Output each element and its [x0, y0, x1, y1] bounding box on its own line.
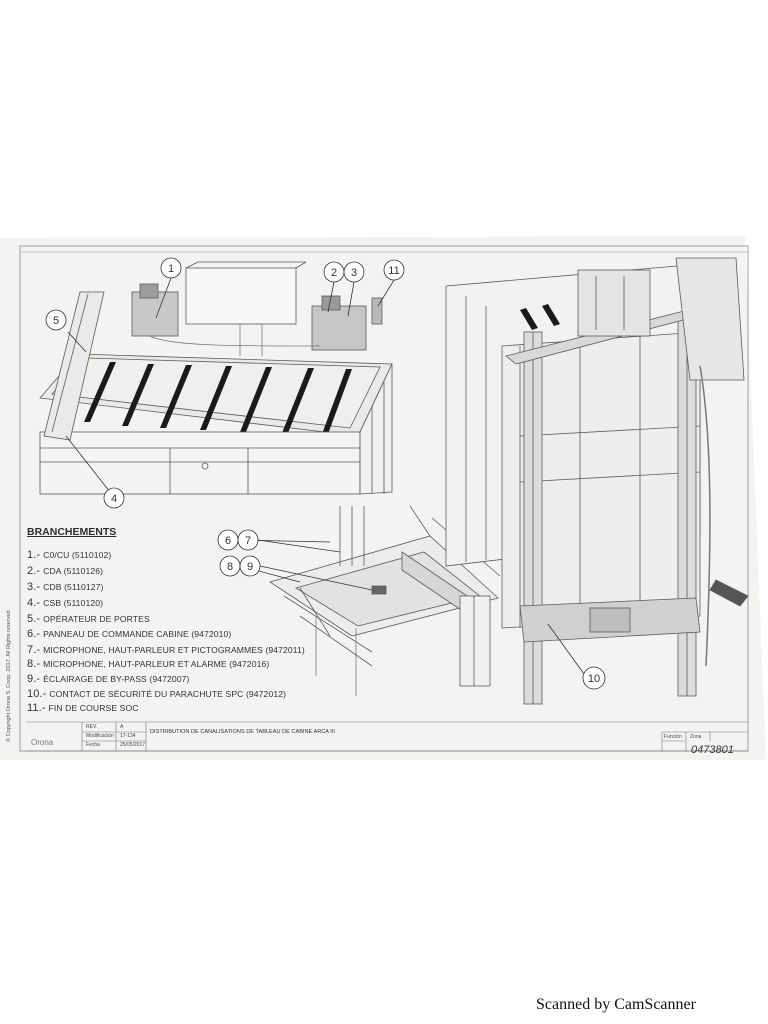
svg-text:2: 2: [331, 267, 337, 279]
callout-3: 3: [343, 261, 365, 283]
callout-6: 6: [217, 529, 239, 551]
legend-item: 9.-ÉCLAIRAGE DE BY-PASS (9472007): [27, 673, 189, 685]
rev-label: REV.: [86, 724, 98, 730]
legend-item: 5.-OPÉRATEUR DE PORTES: [27, 613, 150, 625]
zone-label: Zona: [690, 734, 702, 740]
legend-item: 3.-CDB (5110127): [27, 581, 104, 593]
legend-item-text: MICROPHONE, HAUT-PARLEUR ET ALARME (9472…: [43, 659, 270, 669]
svg-text:7: 7: [245, 535, 251, 547]
legend-item-number: 4.-: [27, 597, 41, 609]
legend-item-text: CDA (5110126): [43, 566, 104, 576]
svg-text:3: 3: [351, 267, 357, 279]
callout-5: 5: [45, 309, 67, 331]
legend-item-number: 1.-: [27, 549, 41, 561]
callout-1: 1: [160, 257, 182, 279]
scanner-watermark: Scanned by CamScanner: [536, 996, 696, 1013]
legend-item: 8.-MICROPHONE, HAUT-PARLEUR ET ALARME (9…: [27, 658, 269, 670]
svg-text:8: 8: [227, 561, 233, 573]
legend-item: 11.-FIN DE COURSE SOC: [27, 702, 139, 714]
drawing-title: DISTRIBUTION DE CANALISATIONS DE TABLEAU…: [150, 729, 335, 735]
legend-item: 10.-CONTACT DE SÉCURITÉ DU PARACHUTE SPC…: [27, 688, 286, 700]
legend-item-text: FIN DE COURSE SOC: [48, 703, 139, 713]
callout-4: 4: [103, 487, 125, 509]
callout-11: 11: [383, 259, 405, 281]
legend-item: 2.-CDA (5110126): [27, 565, 103, 577]
callout-2: 2: [323, 261, 345, 283]
function-label: Función: [664, 734, 682, 740]
cabin-view: [445, 257, 749, 705]
drawing-number: 0473801: [691, 744, 734, 756]
callout-8: 8: [219, 555, 241, 577]
legend-item-text: CONTACT DE SÉCURITÉ DU PARACHUTE SPC (94…: [49, 689, 287, 699]
rev-value: A: [120, 724, 124, 730]
legend-item-text: ÉCLAIRAGE DE BY-PASS (9472007): [43, 674, 190, 684]
legend-item-text: MICROPHONE, HAUT-PARLEUR ET PICTOGRAMMES…: [43, 645, 305, 655]
legend-item-text: CDB (5110127): [43, 582, 104, 592]
date-value: 25/05/2017: [120, 742, 146, 748]
legend-item-number: 10.-: [27, 688, 47, 700]
callout-9: 9: [239, 555, 261, 577]
legend-item: 6.-PANNEAU DE COMMANDE CABINE (9472010): [27, 628, 231, 640]
modification-label: Modificación: [86, 733, 114, 739]
legend-item-number: 2.-: [27, 565, 41, 577]
date-label: Fecha: [86, 742, 100, 748]
modification-value: 17-134: [120, 733, 136, 739]
legend-item-number: 11.-: [27, 702, 46, 714]
svg-text:9: 9: [247, 561, 253, 573]
copyright-notice: © Copyright Orona S. Coop. 2017. All Rig…: [6, 608, 12, 742]
svg-text:10: 10: [588, 673, 600, 685]
roof-slots: [84, 362, 352, 434]
company-logo-text: Orona: [31, 738, 54, 747]
legend-item-number: 9.-: [27, 673, 41, 685]
legend-item-text: CSB (5110120): [43, 598, 104, 608]
callout-7: 7: [237, 529, 259, 551]
roof-view: [39, 261, 393, 495]
callout-10: 10: [582, 666, 606, 690]
svg-text:4: 4: [111, 493, 117, 505]
technical-drawing-sheet: 1 5 2 3 11 4 6 7 8 9 10: [0, 236, 766, 760]
svg-text:6: 6: [225, 535, 231, 547]
legend-item-number: 5.-: [27, 613, 41, 625]
legend-item-number: 7.-: [27, 644, 41, 656]
callouts: 1 5 2 3 11 4 6 7 8 9 10: [45, 257, 606, 690]
floor-view: [269, 505, 501, 696]
legend-title: BRANCHEMENTS: [27, 526, 117, 538]
legend-item: 1.-C0/CU (5110102): [27, 549, 111, 561]
legend-item: 7.-MICROPHONE, HAUT-PARLEUR ET PICTOGRAM…: [27, 644, 305, 656]
svg-text:5: 5: [53, 315, 59, 327]
legend-item-text: PANNEAU DE COMMANDE CABINE (9472010): [43, 629, 232, 639]
legend-item-text: OPÉRATEUR DE PORTES: [43, 614, 150, 624]
svg-text:11: 11: [388, 265, 399, 277]
legend-item-number: 8.-: [27, 658, 41, 670]
legend-item-number: 6.-: [27, 628, 41, 640]
svg-text:1: 1: [168, 263, 174, 275]
legend-item-text: C0/CU (5110102): [43, 550, 112, 560]
title-block: [26, 721, 748, 752]
legend-item-number: 3.-: [27, 581, 41, 593]
legend-item: 4.-CSB (5110120): [27, 597, 103, 609]
